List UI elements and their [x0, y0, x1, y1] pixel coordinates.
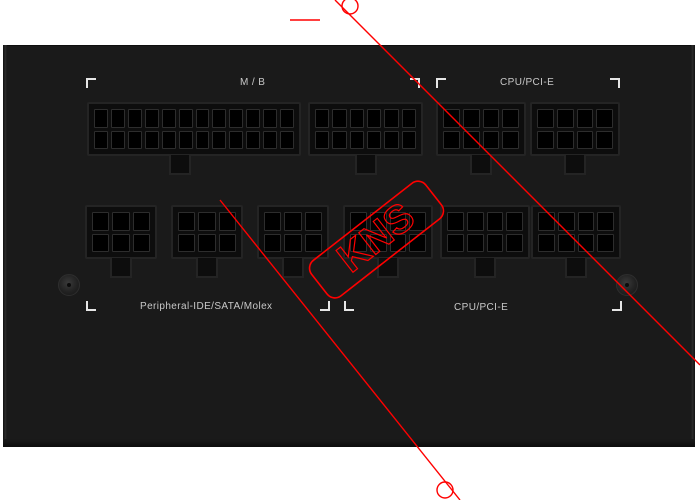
- connector-peripheral-3[interactable]: [257, 205, 329, 259]
- connector-cpu-pcie-bottom-1[interactable]: [343, 205, 433, 259]
- connector-latch: [564, 155, 586, 175]
- bracket-peripheral-bottom-left: [86, 301, 96, 311]
- label-peripheral: Peripheral-IDE/SATA/Molex: [140, 301, 273, 312]
- bracket-cpu-bottom-left: [344, 301, 354, 311]
- pin-grid: [443, 109, 519, 149]
- panel-right-edge: [691, 45, 695, 447]
- bracket-mb-top-left: [86, 78, 96, 88]
- connector-peripheral-2[interactable]: [171, 205, 243, 259]
- pin-grid: [350, 212, 426, 252]
- pin-grid: [315, 109, 416, 149]
- pin-grid: [537, 109, 613, 149]
- pin-grid: [92, 212, 150, 252]
- connector-latch: [470, 155, 492, 175]
- connector-cpu-pcie-top-2[interactable]: [530, 102, 620, 156]
- connector-24pin-mb[interactable]: [87, 102, 301, 156]
- pin-grid: [178, 212, 236, 252]
- connector-latch: [377, 258, 399, 278]
- screw-left: [58, 274, 80, 296]
- connector-latch: [355, 155, 377, 175]
- label-cpu-pcie-bottom: CPU/PCI-E: [454, 302, 509, 313]
- panel-bottom-edge: [3, 439, 695, 447]
- bracket-peripheral-bottom-right: [320, 301, 330, 311]
- bracket-mb-top-right: [410, 78, 420, 88]
- bracket-cpu-top-left: [436, 78, 446, 88]
- connector-cpu-pcie-bottom-3[interactable]: [531, 205, 621, 259]
- pin-grid: [538, 212, 614, 252]
- label-cpu-pcie-top: CPU/PCI-E: [500, 77, 555, 88]
- bracket-cpu-bottom-right: [612, 301, 622, 311]
- connector-latch: [169, 155, 191, 175]
- connector-latch: [196, 258, 218, 278]
- connector-mb-aux[interactable]: [308, 102, 423, 156]
- pin-grid: [264, 212, 322, 252]
- screw-right: [616, 274, 638, 296]
- connector-latch: [282, 258, 304, 278]
- connector-latch: [565, 258, 587, 278]
- psu-modular-panel: M / B CPU/PCI-E: [3, 45, 695, 447]
- bracket-cpu-top-right: [610, 78, 620, 88]
- connector-peripheral-1[interactable]: [85, 205, 157, 259]
- connector-latch: [110, 258, 132, 278]
- pin-grid: [447, 212, 523, 252]
- pin-grid: [94, 109, 294, 149]
- connector-latch: [474, 258, 496, 278]
- connector-cpu-pcie-top-1[interactable]: [436, 102, 526, 156]
- panel-left-edge: [3, 45, 7, 447]
- connector-cpu-pcie-bottom-2[interactable]: [440, 205, 530, 259]
- label-mb: M / B: [240, 77, 266, 88]
